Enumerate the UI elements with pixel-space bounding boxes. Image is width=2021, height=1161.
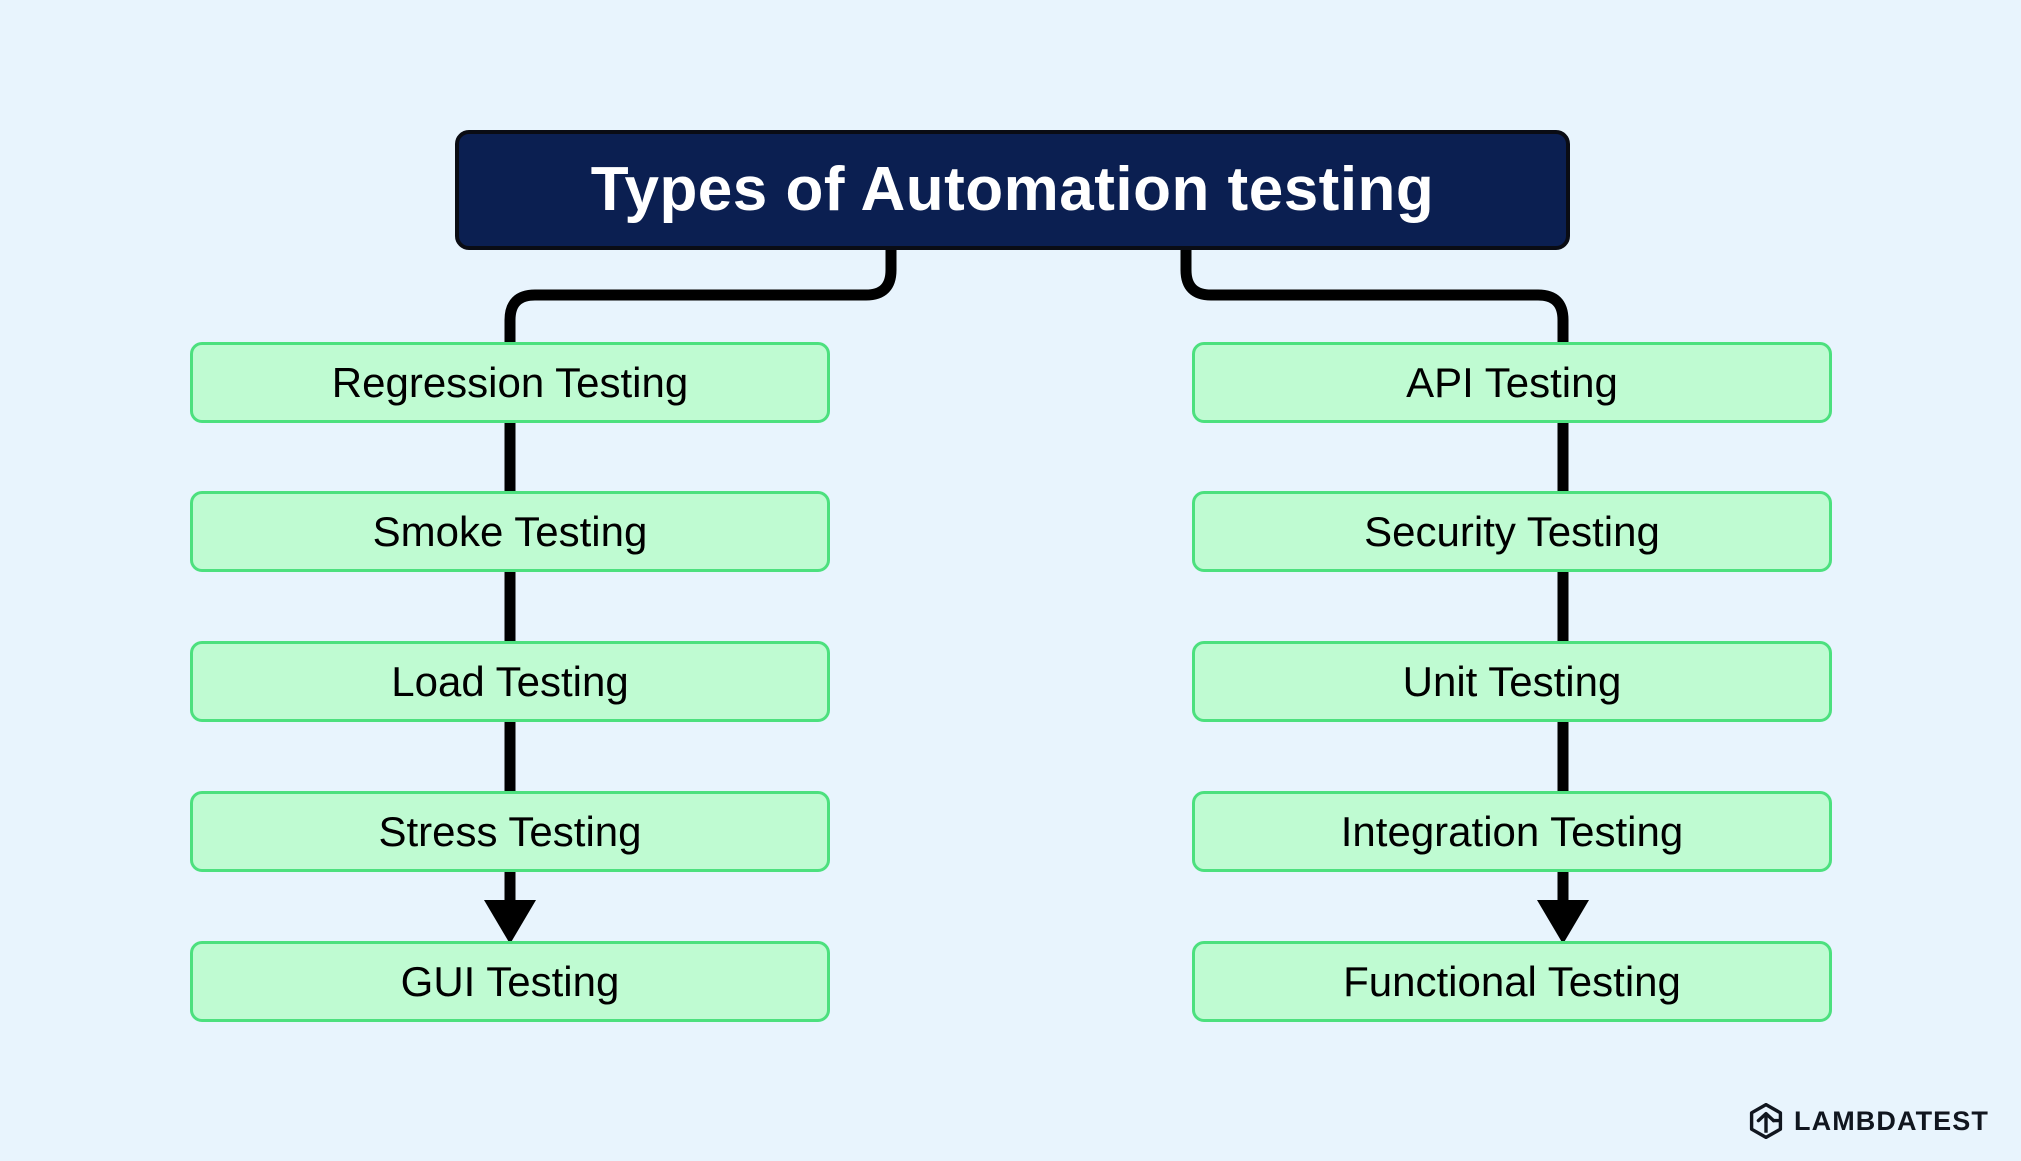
node-label: Smoke Testing xyxy=(372,507,648,555)
lambdatest-logo: LAMBDATEST xyxy=(1749,1103,1989,1139)
connector-root-to-left-branch xyxy=(504,250,897,345)
node-label: GUI Testing xyxy=(400,957,620,1005)
node-smoke-testing[interactable]: Smoke Testing xyxy=(190,491,830,572)
node-integration-testing[interactable]: Integration Testing xyxy=(1192,791,1832,872)
node-security-testing[interactable]: Security Testing xyxy=(1192,491,1832,572)
arrowhead-right-icon xyxy=(1537,900,1589,944)
diagram-root-node[interactable]: Types of Automation testing xyxy=(455,130,1570,250)
arrowhead-left-icon xyxy=(484,900,536,944)
node-stress-testing[interactable]: Stress Testing xyxy=(190,791,830,872)
node-load-testing[interactable]: Load Testing xyxy=(190,641,830,722)
node-label: Unit Testing xyxy=(1402,657,1622,705)
node-label: Regression Testing xyxy=(331,358,689,406)
node-api-testing[interactable]: API Testing xyxy=(1192,342,1832,423)
connector-root-to-right-branch xyxy=(1180,250,1569,345)
node-regression-testing[interactable]: Regression Testing xyxy=(190,342,830,423)
node-label: Load Testing xyxy=(391,657,629,705)
node-label: Functional Testing xyxy=(1343,957,1681,1005)
node-label: Security Testing xyxy=(1364,507,1660,555)
lambdatest-wordmark: LAMBDATEST xyxy=(1794,1105,1989,1136)
node-functional-testing[interactable]: Functional Testing xyxy=(1192,941,1832,1022)
node-unit-testing[interactable]: Unit Testing xyxy=(1192,641,1832,722)
node-gui-testing[interactable]: GUI Testing xyxy=(190,941,830,1022)
node-label: Stress Testing xyxy=(378,807,642,855)
lambdatest-hexagon-arrow-icon xyxy=(1749,1103,1783,1139)
diagram-title: Types of Automation testing xyxy=(590,155,1435,224)
node-label: API Testing xyxy=(1406,358,1618,406)
node-label: Integration Testing xyxy=(1340,807,1684,855)
